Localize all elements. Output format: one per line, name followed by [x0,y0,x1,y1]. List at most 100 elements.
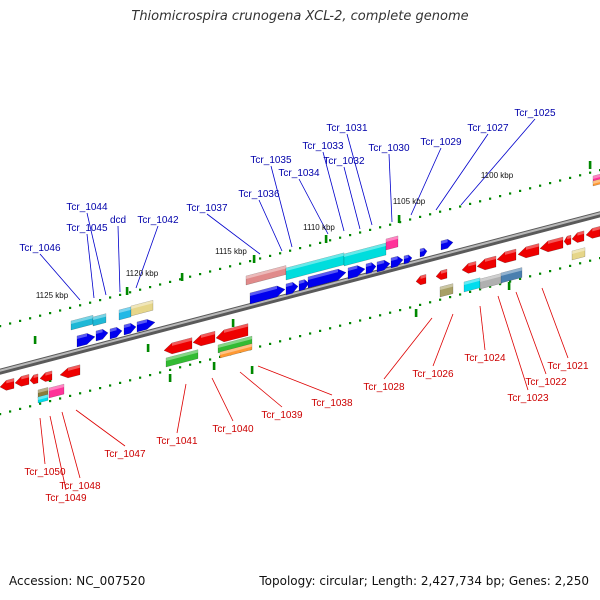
tick-dot [119,293,122,296]
gene-bevel [592,226,600,232]
tick-dot [9,410,12,413]
tick-dot [439,298,442,301]
forward-gene [298,279,310,292]
tick-dot [289,249,292,252]
major-tick [180,273,184,281]
tick-dot [39,402,42,405]
gene-bevel [77,333,87,339]
tick-dot [479,200,482,203]
major-tick [125,287,129,295]
reverse-gene [585,226,600,239]
tick-dot [29,405,32,408]
gene-body [539,236,564,253]
tick-dot [539,272,542,275]
tick-dot [549,270,552,273]
forward-gene [347,265,366,280]
feature-bevel [572,247,585,254]
reverse-gene [39,370,53,382]
tick-dot [189,275,192,278]
leader-line [388,153,393,223]
tick-dot [409,218,412,221]
gene-body [249,285,286,305]
tick-dot [279,340,282,343]
feature-body [219,343,253,359]
reverse-feature-box [500,267,523,284]
tick-dot [319,241,322,244]
leader-line [211,377,234,422]
feature-bevel [131,300,153,309]
major-tick [168,374,172,382]
tick-dot [369,316,372,319]
tick-dot [179,278,182,281]
gene-body [136,319,156,333]
tick-dot [409,306,412,309]
tick-dot [349,234,352,237]
tick-dot [579,174,582,177]
scale-label: 1120 kbp [126,269,159,278]
tick-dot [379,226,382,229]
tick-dot [189,363,192,366]
gene-bevel [124,323,131,328]
feature-bevel [93,313,106,320]
gene-features [0,173,600,404]
tick-dot [79,392,82,395]
tick-dot [169,368,172,371]
gene-body [403,254,413,265]
tick-dot [119,381,122,384]
gene-body [29,373,39,385]
gene-bevel [96,329,103,334]
gene-body [285,281,299,296]
forward-gene [440,239,454,251]
tick-dot [569,176,572,179]
major-tick [250,366,254,374]
gene-bevel [526,243,539,250]
backbone-highlight [0,212,600,372]
leader-line [86,212,107,296]
accession-text: Accession: NC_007520 [9,574,146,588]
forward-gene [403,254,413,265]
forward-gene [249,285,286,305]
tick-dot [299,335,302,338]
forward-gene-label: Tcr_1027 [467,123,509,134]
leader-line [432,313,454,367]
leader-line [39,417,46,465]
tick-dot [249,260,252,263]
leader-line [206,213,261,255]
forward-gene [136,319,156,333]
gene-body [0,378,15,391]
tick-dot [99,387,102,390]
tick-dot [499,283,502,286]
gene-bevel [391,256,398,261]
tick-dot [309,332,312,335]
tick-dot [519,277,522,280]
feature-bevel [593,174,600,179]
forward-gene-label: Tcr_1029 [420,137,462,148]
tick-dot [369,228,372,231]
leader-line [460,118,536,206]
tick-dot [259,257,262,260]
feature-bevel [218,336,252,348]
gene-body [95,329,109,342]
tick-dot [159,283,162,286]
tick-dot [389,311,392,314]
reverse-gene [415,274,427,286]
major-tick [414,309,418,317]
reverse-feature-box [37,394,49,404]
feature-body [130,299,154,317]
tick-dot [19,407,22,410]
feature-bevel [38,394,48,400]
tick-dot [149,286,152,289]
tick-dot [99,299,102,302]
leader-line [298,178,329,235]
tick-dot [89,301,92,304]
reverse-feature-box [479,272,503,290]
leader-line [346,133,373,226]
tick-dot [429,301,432,304]
feature-body [165,349,199,368]
leader-line [435,133,489,211]
tick-dot [349,322,352,325]
reverse-gene-label: Tcr_1049 [45,493,87,504]
gene-bevel [420,247,424,252]
gene-body [307,268,347,289]
tick-dot [239,262,242,265]
